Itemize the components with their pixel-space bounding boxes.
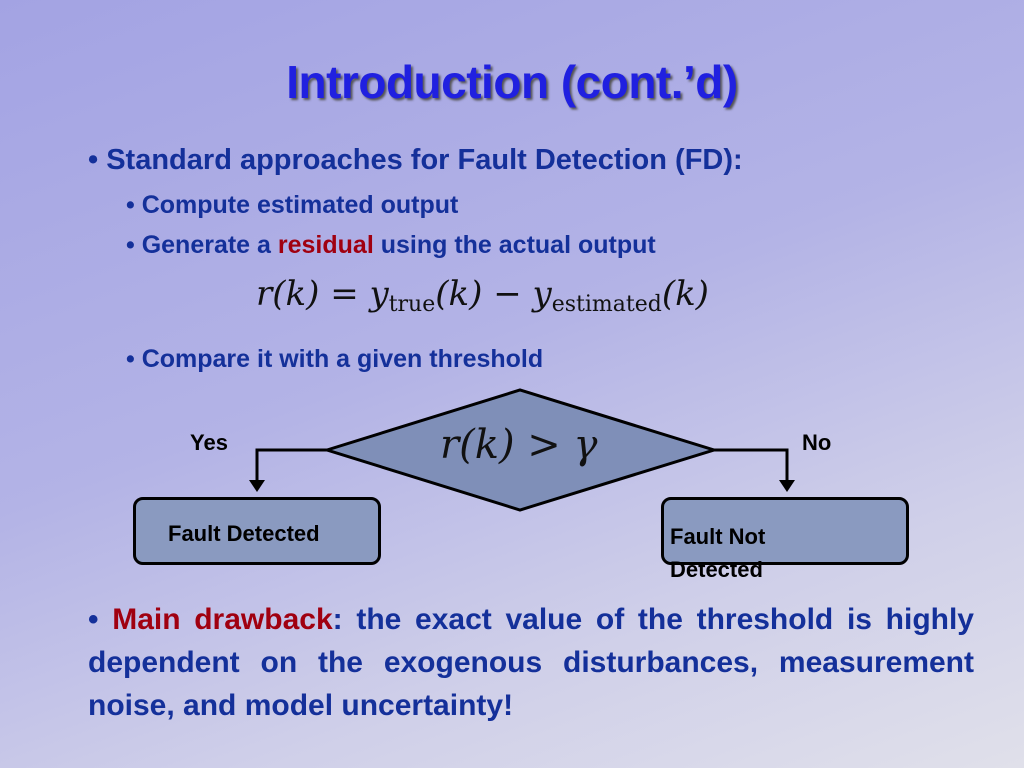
- equation-mid: (k) − y: [435, 274, 552, 314]
- fault-not-detected-box: [661, 497, 909, 565]
- bullet-dot: •: [88, 603, 113, 636]
- residual-highlight: residual: [277, 231, 374, 259]
- yes-arrowhead: [249, 480, 265, 492]
- drawback-paragraph: • Main drawback: the exact value of the …: [88, 598, 974, 727]
- yes-label: Yes: [190, 430, 228, 455]
- bullet-text-pre: Generate a: [141, 231, 278, 259]
- no-label: No: [802, 430, 832, 455]
- bullet-text: Compute estimated output: [141, 191, 459, 219]
- equation-lhs: r(k) = y: [256, 274, 389, 314]
- drawback-highlight: Main drawback: [112, 603, 333, 636]
- drawback-text: : the exact value of the threshold is hi…: [88, 603, 974, 722]
- bullet-dot: •: [88, 144, 107, 176]
- no-arrowhead: [779, 480, 795, 492]
- bullet-text: Compare it with a given threshold: [141, 345, 544, 373]
- decision-condition: r(k) > γ: [440, 422, 598, 468]
- slide-title: Introduction (cont.’d): [286, 56, 738, 108]
- bullet-dot: •: [126, 191, 142, 219]
- bullet-dot: •: [126, 345, 142, 373]
- equation-end: (k): [661, 274, 709, 314]
- no-connector: [714, 448, 789, 486]
- fault-not-detected-label: Fault Not Detected: [670, 524, 766, 582]
- sub-bullet-residual: • Generate a residual using the actual o…: [126, 231, 656, 260]
- fault-detected-label: Fault Detected: [168, 521, 320, 546]
- fault-detected-box: Fault Detected: [133, 497, 381, 565]
- bullet-dot: •: [126, 231, 142, 259]
- residual-equation: r(k) = ytrue(k) − yestimated(k): [256, 274, 709, 317]
- yes-connector: [255, 448, 327, 486]
- bullet-text-post: using the actual output: [373, 231, 656, 259]
- equation-sub-true: true: [388, 292, 436, 317]
- sub-bullet-threshold: • Compare it with a given threshold: [126, 345, 543, 374]
- bullet-standard-approaches: • Standard approaches for Fault Detectio…: [88, 144, 743, 177]
- equation-sub-estimated: estimated: [551, 292, 662, 317]
- sub-bullet-compute: • Compute estimated output: [126, 191, 458, 220]
- bullet-text: Standard approaches for Fault Detection …: [106, 144, 743, 176]
